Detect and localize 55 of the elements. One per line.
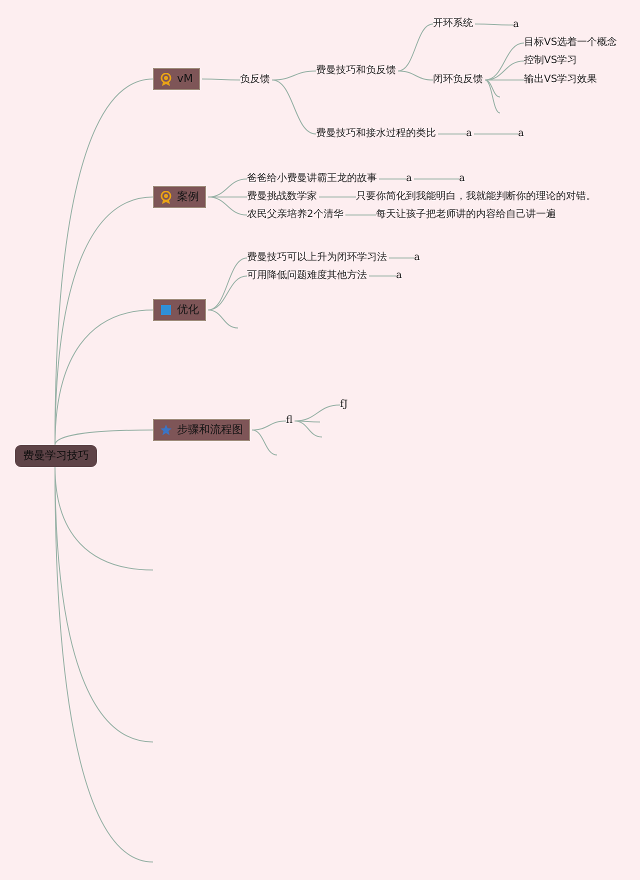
branch-line	[208, 196, 248, 216]
branch-label: 控制VS学习	[524, 54, 578, 68]
branch-label: 费曼技巧和负反馈	[316, 64, 396, 78]
branch-line	[202, 78, 240, 80]
branch-label: 只要你简化到我能明白，我就能判断你的理论的对错。	[356, 190, 596, 204]
branch-label: fl	[286, 414, 293, 428]
branch-line	[484, 42, 524, 80]
branch-label: a	[518, 127, 524, 141]
branch-label: 目标VS选着一个概念	[524, 36, 618, 50]
branch-line	[398, 24, 434, 72]
branch-label: 爸爸给小费曼讲霸王龙的故事	[247, 172, 377, 186]
branch-label: a	[396, 269, 402, 283]
branch-line	[208, 258, 248, 310]
branch-line	[344, 214, 376, 216]
branch-line	[484, 80, 500, 98]
branch-label: 输出VS学习效果	[524, 73, 598, 87]
branch-label: fJ	[340, 398, 348, 412]
branch-line	[252, 420, 286, 430]
branch-line	[54, 310, 154, 446]
branch-line	[294, 420, 322, 438]
topic-box	[153, 186, 206, 208]
branch-line	[208, 310, 238, 328]
branch-line	[484, 80, 500, 114]
topic-label: 步骤和流程图	[177, 423, 243, 437]
topic-box	[153, 68, 200, 90]
branch-line	[252, 430, 278, 456]
topic-label: 案例	[177, 190, 199, 204]
topic-label: 优化	[177, 303, 199, 317]
branch-label: 费曼技巧可以上升为闭环学习法	[247, 251, 387, 265]
branch-label: 费曼技巧和接水过程的类比	[316, 127, 436, 141]
branch-label: 每天让孩子把老师讲的内容给自己讲一遍	[376, 208, 556, 222]
branch-line	[208, 276, 248, 310]
branch-label: a	[466, 127, 472, 141]
topic-box	[153, 419, 250, 441]
branch-label: a	[513, 18, 519, 32]
branch-label: 开环系统	[433, 17, 473, 31]
topic-box	[153, 299, 206, 321]
central-topic: 费曼学习技巧	[15, 445, 97, 467]
branch-label: 闭环负反馈	[433, 73, 483, 87]
branch-label: a	[406, 172, 412, 186]
branch-label: 可用降低问题难度其他方法	[247, 269, 367, 283]
branch-line	[54, 430, 154, 446]
branch-label: 费曼挑战数学家	[247, 190, 317, 204]
branch-label: a	[459, 172, 465, 186]
branch-line	[398, 70, 434, 80]
branch-line	[413, 178, 460, 180]
topic-label: vM	[177, 72, 194, 86]
branch-line	[318, 196, 356, 198]
branch-label: 负反馈	[240, 73, 270, 87]
branch-label: a	[414, 251, 420, 265]
branch-line	[378, 178, 406, 180]
branch-line	[272, 80, 316, 134]
branch-line	[272, 70, 316, 80]
branch-label: 农民父亲培养2个清华	[247, 208, 344, 222]
branch-line	[474, 24, 514, 26]
